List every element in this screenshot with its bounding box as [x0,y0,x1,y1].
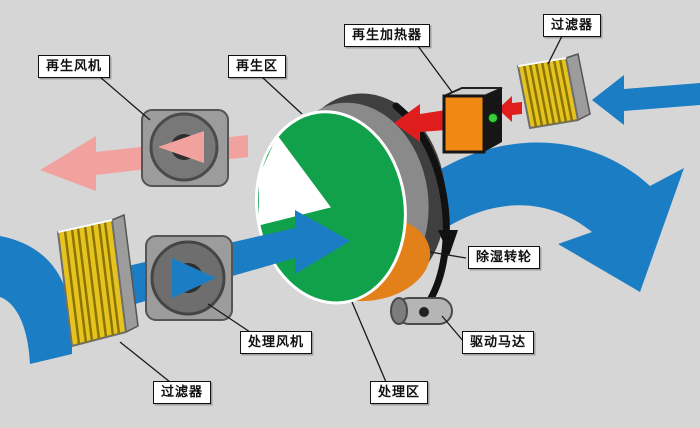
leader-filter-bottom [119,341,171,383]
leader-regen-heater [417,45,453,93]
label-filter-bottom: 过滤器 [153,381,212,405]
label-drive-motor: 驱动马达 [462,331,535,355]
wheel-regen-wedge [258,135,331,226]
belt-pulley [419,307,429,317]
process-air-outlet-arrow [398,142,684,292]
label-regen-heater: 再生加热器 [344,24,431,48]
leader-process-fan [207,303,251,333]
filter-top-pleats [522,58,574,128]
regen-air-intake-arrow [592,75,700,125]
leader-lines [99,35,563,383]
leader-process-zone [351,301,387,383]
regen-heater-graphic [442,87,503,154]
drive-motor-graphic [390,297,453,325]
label-process-fan: 处理风机 [240,331,313,355]
leader-regen-zone [261,76,303,115]
leader-regen-fan [99,76,151,121]
leader-drive-motor [441,315,465,343]
regen-fan-graphic [141,109,229,187]
label-regen-fan: 再生风机 [38,55,111,79]
heater-front-face [442,94,486,154]
filter-bottom-graphic [56,213,139,348]
label-regen-zone: 再生区 [228,55,287,79]
regen-exhaust-fan-arrowhead [158,131,204,163]
label-process-zone: 处理区 [370,381,429,405]
filter-top-graphic [516,53,591,130]
process-fan-graphic [145,235,233,321]
label-filter-top: 过滤器 [543,14,602,38]
process-air-intake-duct [0,236,72,364]
leader-filter-top [547,35,563,65]
process-air-fan-arrowhead [172,258,216,298]
hot-air-arrow-to-wheel [394,104,446,142]
filter-bottom-pleats [63,221,121,345]
heater-indicator-light [488,113,498,123]
belt-rotation-arrow [438,230,458,256]
label-dehumid-wheel: 除湿转轮 [468,246,541,270]
hot-air-arrow-filter-to-heater [498,96,522,122]
leader-dehumid-wheel [429,251,467,259]
